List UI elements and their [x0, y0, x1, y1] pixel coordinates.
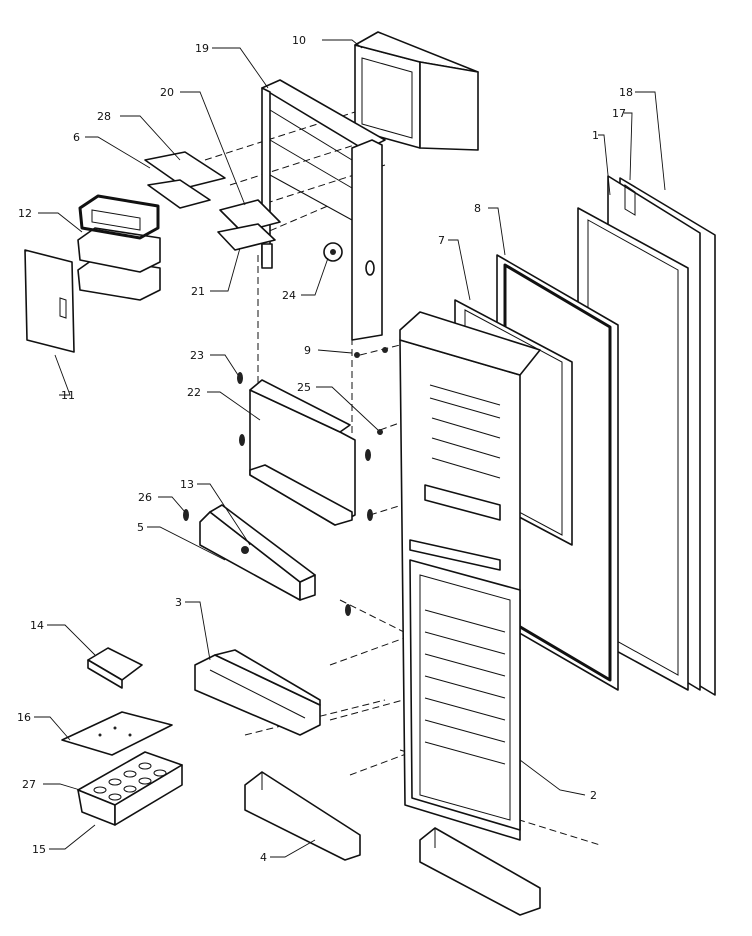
ice-tray-cover	[61, 711, 173, 756]
cover-door	[24, 249, 75, 353]
small-clips	[183, 347, 388, 616]
callout-9: 9	[304, 344, 311, 357]
leader-lines	[34, 39, 666, 858]
ice-cube-tray	[77, 751, 183, 826]
callout-22: 22	[187, 386, 201, 399]
callout-19: 19	[195, 42, 209, 55]
door-bin-4	[244, 771, 361, 861]
callout-20: 20	[160, 86, 174, 99]
inner-door-liner	[399, 311, 541, 841]
liner-upper-shelves	[409, 384, 501, 571]
ice-chute-cover	[249, 379, 356, 526]
callout-14: 14	[30, 619, 44, 632]
callout-2: 2	[590, 789, 597, 802]
callout-6: 6	[73, 131, 80, 144]
small-tray	[87, 647, 143, 689]
callout-16: 16	[17, 711, 31, 724]
callout-8: 8	[474, 202, 481, 215]
auger-motor	[323, 242, 343, 262]
callout-5: 5	[137, 521, 144, 534]
callout-7: 7	[438, 234, 445, 247]
callout-17: 17	[612, 107, 626, 120]
stacked-bins	[77, 194, 161, 301]
callout-15: 15	[32, 843, 46, 856]
callout-24: 24	[282, 289, 296, 302]
callout-11: 11	[61, 389, 75, 402]
callout-21: 21	[191, 285, 205, 298]
shelf-plates	[144, 151, 281, 269]
door-bin-3	[194, 649, 321, 736]
callout-4: 4	[260, 851, 267, 864]
ice-container	[354, 31, 479, 151]
callout-25: 25	[297, 381, 311, 394]
liner-lower-shelves	[424, 609, 506, 765]
callout-labels: 10 19 20 28 6 12 11 21 24 18 17 1 8 7 9 …	[17, 34, 633, 864]
dispenser-tray	[199, 504, 316, 601]
callout-12: 12	[18, 207, 32, 220]
callout-13: 13	[180, 478, 194, 491]
callout-18: 18	[619, 86, 633, 99]
callout-27: 27	[22, 778, 36, 791]
callout-1: 1	[592, 129, 599, 142]
callout-28: 28	[97, 110, 111, 123]
callout-23: 23	[190, 349, 204, 362]
callout-10: 10	[292, 34, 306, 47]
callout-26: 26	[138, 491, 152, 504]
dispenser-frame	[261, 79, 386, 341]
callout-3: 3	[175, 596, 182, 609]
door-outer-panel	[577, 175, 716, 696]
door-bin-lower-right	[419, 827, 541, 916]
